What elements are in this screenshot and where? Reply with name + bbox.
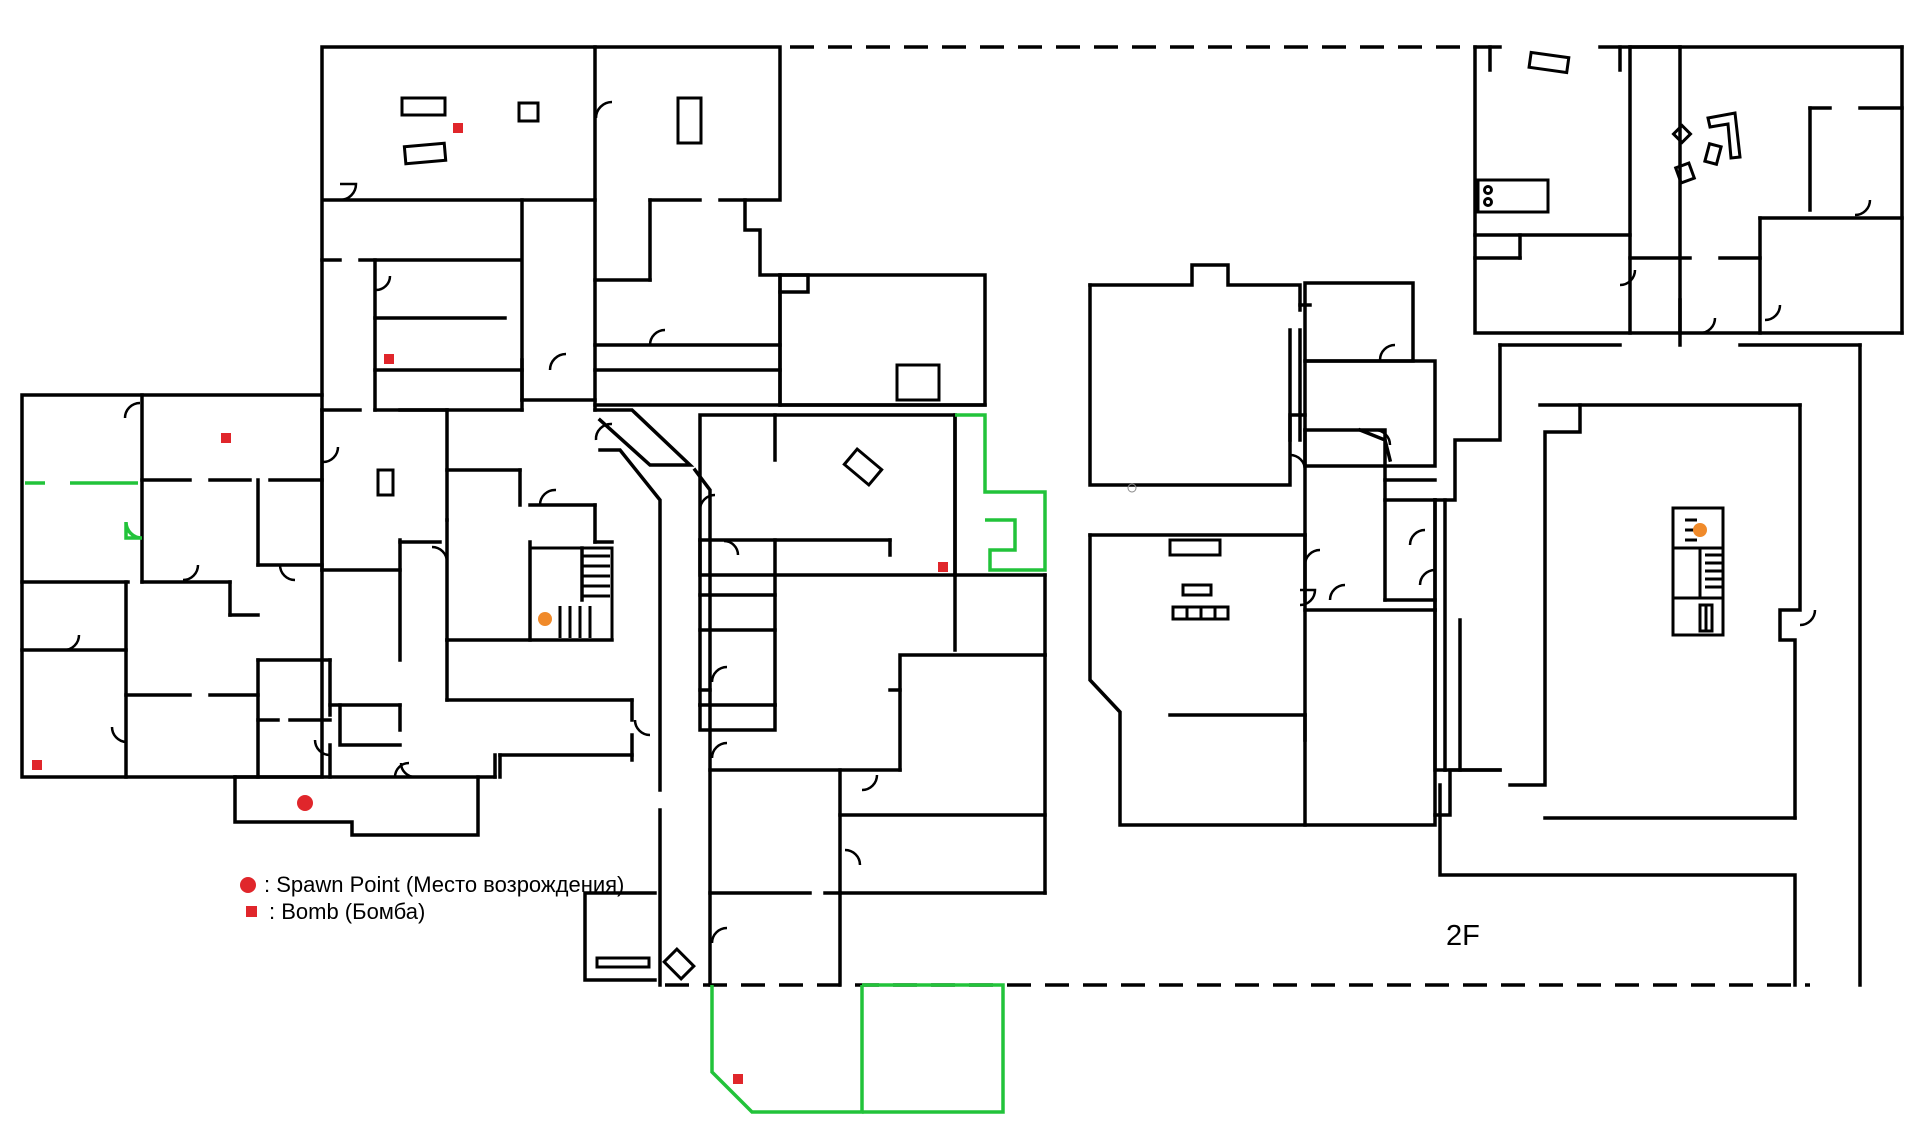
point-markers	[297, 483, 1707, 811]
legend-spawn-point: : Spawn Point (Место возрождения)	[240, 872, 624, 898]
spawn-point-marker	[297, 795, 313, 811]
east-block	[1433, 343, 1862, 987]
legend-bomb: : Bomb (Бомба)	[243, 899, 425, 925]
bomb-icon	[246, 906, 257, 917]
bomb-marker	[453, 123, 463, 133]
bomb-marker	[733, 1074, 743, 1084]
bomb-marker	[938, 562, 948, 572]
stair-marker	[1693, 523, 1707, 537]
small-circle-marker	[1127, 483, 1137, 493]
west-wing	[20, 45, 634, 837]
doors	[63, 100, 1872, 944]
legend-spawn-text: : Spawn Point (Место возрождения)	[264, 872, 625, 897]
exterior-walls	[665, 45, 1810, 987]
legend-bomb-text: : Bomb (Бомба)	[269, 899, 426, 924]
bomb-markers	[32, 123, 948, 1084]
bomb-marker	[32, 760, 42, 770]
floor-label: 2F	[1446, 920, 1480, 952]
furniture-west	[376, 96, 703, 497]
bomb-marker	[384, 354, 394, 364]
east-central-block	[1088, 263, 1437, 827]
spawn-point-icon	[240, 877, 256, 893]
bomb-marker	[221, 433, 231, 443]
highlighted-zones	[25, 413, 1047, 1114]
stair-marker	[538, 612, 552, 626]
north-east-block	[1473, 45, 1904, 347]
central-block	[583, 45, 1047, 987]
